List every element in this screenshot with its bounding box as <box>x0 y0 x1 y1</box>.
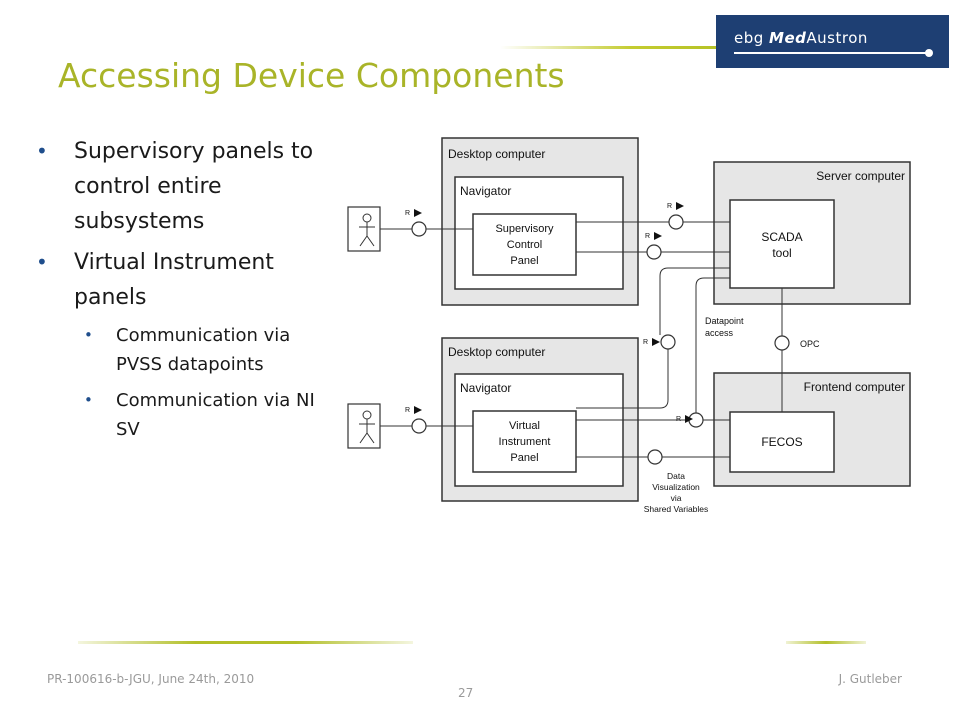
port-actor-top-icon <box>411 221 427 237</box>
vi-panel-line2: Instrument <box>499 436 551 448</box>
datapoint-access-line2: access <box>705 328 734 338</box>
actor-top-frame <box>347 206 381 252</box>
actor-top-body-icon <box>359 222 375 247</box>
opc-label: OPC <box>800 339 820 349</box>
desktop-computer-bottom-label: Desktop computer <box>448 345 545 359</box>
actor-bottom-frame <box>347 403 381 449</box>
fecos-box <box>729 411 835 473</box>
datapoint-access-line1: Datapoint <box>705 316 744 326</box>
r3-to-vi-panel-line <box>576 349 669 409</box>
navigator-top-label: Navigator <box>460 184 511 198</box>
supervisory-panel-line3: Panel <box>510 255 538 267</box>
logo-dot <box>925 49 933 57</box>
bullet-list: • Supervisory panels to control entire s… <box>36 134 336 451</box>
arrow-right-icon <box>652 338 660 346</box>
sub-bullet-dot: • <box>84 326 93 344</box>
bullet-dot: • <box>36 250 48 274</box>
actor-bottom <box>347 403 381 449</box>
logo-brand-2: Austron <box>806 29 868 47</box>
connector-lines <box>380 221 783 458</box>
arrow-right-icon <box>685 415 693 423</box>
data-visualization-label: Data Visualization via Shared Variables <box>644 471 709 514</box>
arrow-right-icon <box>676 202 684 210</box>
bullet-dot: • <box>36 139 48 163</box>
r-label: R <box>405 407 410 414</box>
supervisory-panel-line1: Supervisory <box>495 223 554 235</box>
logo-text: ebg MedAustron <box>734 29 868 47</box>
logo-brand: Med <box>769 29 807 47</box>
port-r2-icon <box>646 244 662 260</box>
data-vis-line4: Shared Variables <box>644 504 709 514</box>
slide-title: Accessing Device Components <box>58 56 565 95</box>
architecture-diagram: Desktop computer Navigator Supervisory C… <box>347 137 911 514</box>
footer-accent-line-right <box>786 641 866 644</box>
footer-accent-line-left <box>78 641 413 644</box>
actor-top <box>347 206 381 252</box>
logo-accent-line <box>500 46 720 49</box>
logo-rule <box>734 52 929 54</box>
data-vis-line1: Data <box>667 471 685 481</box>
vi-panel-line3: Panel <box>510 452 538 464</box>
data-vis-line2: Visualization <box>652 482 700 492</box>
port-sv-icon <box>647 449 663 465</box>
data-vis-line3: via <box>671 493 682 503</box>
port-circles <box>411 214 790 465</box>
r-arrows <box>414 202 693 423</box>
arrow-right-icon <box>414 406 422 414</box>
scada-tool-line2: tool <box>772 246 791 260</box>
arrow-right-icon <box>654 232 662 240</box>
medaustron-logo: ebg MedAustron <box>716 15 949 68</box>
sub-bullet-text: Communication via PVSS datapoints <box>116 325 291 375</box>
r-label: R <box>405 210 410 217</box>
port-r4-icon <box>688 412 704 428</box>
supervisory-panel-box <box>472 213 577 276</box>
port-r3-icon <box>660 334 676 350</box>
navigator-bottom-label: Navigator <box>460 381 511 395</box>
r-label: R <box>676 416 681 423</box>
arrow-right-icon <box>414 209 422 217</box>
logo-prefix: ebg <box>734 29 770 47</box>
sub-bullet-dot: • <box>84 391 93 409</box>
virtual-instrument-panel-box <box>472 410 577 473</box>
bullet-text: Virtual Instrument panels <box>74 250 274 310</box>
port-actor-bottom-icon <box>411 418 427 434</box>
scada-tool-box <box>729 199 835 289</box>
sub-bullet-text: Communication via NI SV <box>116 390 315 440</box>
bullet-item: • Virtual Instrument panels <box>36 245 336 315</box>
desktop-computer-top-label: Desktop computer <box>448 147 545 161</box>
supervisory-panel-line2: Control <box>507 239 542 251</box>
port-opc-icon <box>774 335 790 351</box>
sub-bullet-item: • Communication via NI SV <box>36 386 336 444</box>
bullet-item: • Supervisory panels to control entire s… <box>36 134 336 239</box>
r-label: R <box>643 339 648 346</box>
page-number: 27 <box>458 686 474 700</box>
port-r1-icon <box>668 214 684 230</box>
actor-bottom-body-icon <box>359 419 375 444</box>
vi-panel-line1: Virtual <box>509 420 540 432</box>
scada-tool-line1: SCADA <box>761 230 802 244</box>
sub-bullet-item: • Communication via PVSS datapoints <box>36 321 336 379</box>
scada-to-r4-line <box>695 277 730 413</box>
footer-reference: PR-100616-b-JGU, June 24th, 2010 <box>47 672 255 686</box>
fecos-label: FECOS <box>761 435 802 449</box>
scada-to-r3-line <box>659 267 730 335</box>
r-label: R <box>645 233 650 240</box>
frontend-computer-label: Frontend computer <box>804 380 905 394</box>
bullet-text: Supervisory panels to control entire sub… <box>74 139 314 234</box>
r-label: R <box>667 203 672 210</box>
r-labels: R R R R R R <box>405 203 681 423</box>
footer-author: J. Gutleber <box>838 672 902 686</box>
server-computer-label: Server computer <box>816 169 905 183</box>
